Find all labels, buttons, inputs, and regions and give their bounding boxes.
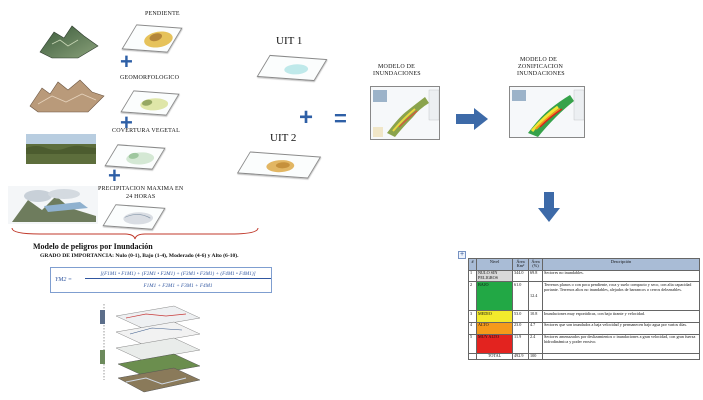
level-color-swatch <box>477 340 512 353</box>
formula-lhs: YM2 = <box>55 277 72 283</box>
dem-icon <box>28 74 106 114</box>
total-desc <box>542 352 700 361</box>
forest-photo-icon <box>26 134 96 164</box>
peligros-title: Modelo de peligros por Inundación <box>33 242 153 251</box>
nivel-label: MEDIO <box>477 311 512 317</box>
precipitacion-label-2: 24 HORAS <box>126 194 156 200</box>
plus-icon-1: + <box>120 49 133 74</box>
row-number: 5 <box>468 333 477 354</box>
row-nivel: NULO SIN PELIGROS <box>476 269 513 283</box>
row-nivel: MUY ALTO <box>476 333 513 354</box>
row-desc: Inundaciones muy esporádicas, con bajo t… <box>542 310 700 323</box>
grado-importancia: GRADO DE IMPORTANCIA: Nulo (0-1), Bajo (… <box>40 253 239 259</box>
row-desc: Sectores que son inundados a baja veloci… <box>542 321 700 335</box>
row-pct: 4.7 <box>528 321 543 335</box>
row-km2: 61.0 <box>512 281 529 312</box>
cobertura-map-sheet <box>104 144 166 170</box>
cloud-rain-icon <box>8 186 98 224</box>
pendiente-label: PENDIENTE <box>145 11 180 17</box>
uit1-label: UIT 1 <box>276 35 303 47</box>
table-row: 1 NULO SIN PELIGROS 344.0 69.8 Sectores … <box>468 269 700 283</box>
row-km2: 23.0 <box>512 321 529 335</box>
terrain-photo-icon <box>38 22 100 60</box>
row-pct: 69.8 <box>528 269 543 283</box>
row-number: 4 <box>468 321 477 335</box>
plus-icon-4: + <box>299 104 314 131</box>
equals-icon: = <box>334 106 347 131</box>
nivel-label: BAJO <box>477 282 512 289</box>
grouping-brace <box>11 227 259 240</box>
level-color-swatch <box>477 288 512 311</box>
geomorfologico-label: GEOMORFOLOGICO <box>120 75 180 81</box>
row-pct: 12.4 <box>528 281 543 312</box>
row-km2: 11.9 <box>512 333 529 354</box>
row-nivel: ALTO <box>476 321 513 335</box>
precipitacion-label-1: PRECIPITACION MAXIMA EN <box>98 186 184 192</box>
total-km2: 492.9 <box>512 352 529 361</box>
col-header-number: # <box>468 258 477 271</box>
row-number: 3 <box>468 310 477 323</box>
formula-denominator: F1M1 + F2M1 + F3M1 + F4M1 <box>143 283 213 289</box>
row-number: 1 <box>468 269 477 283</box>
table-total-row: TOTAL 492.9 100 <box>468 352 700 361</box>
row-km2: 53.0 <box>512 310 529 323</box>
level-color-swatch <box>477 316 512 322</box>
row-nivel: MEDIO <box>476 310 513 323</box>
zonificacion-title-1: MODELO DE <box>520 57 557 63</box>
arrow-right-icon <box>456 108 488 135</box>
arrow-down-icon <box>538 192 560 227</box>
hazard-table: # Nivel Área Km² Área (%) Descripción 1 … <box>468 258 700 361</box>
col-header-desc: Descripción <box>542 258 700 271</box>
row-pct: 2.4 <box>528 333 543 354</box>
total-number <box>468 352 477 361</box>
zonificacion-title-2: ZONIFICACION <box>518 64 564 70</box>
col-header-km2: Área Km² <box>512 258 529 271</box>
nivel-label: NULO SIN PELIGROS <box>478 270 499 280</box>
formula-numerator: [(F1M1 • F1M1) + (F2M1 • F2M1) + (F3M1 •… <box>85 271 271 279</box>
row-km2: 344.0 <box>512 269 529 283</box>
pendiente-map-sheet <box>121 24 183 53</box>
col-header-pct: Área (%) <box>528 258 543 271</box>
plus-icon-3: + <box>108 163 121 188</box>
row-pct: 10.8 <box>528 310 543 323</box>
nivel-label: MUY ALTO <box>477 334 512 341</box>
total-pct: 100 <box>528 352 543 361</box>
table-row: 5 MUY ALTO 11.9 2.4 Sectores amenazados … <box>468 333 700 354</box>
layer-stack-icon <box>96 300 206 400</box>
row-desc: Sectores no inundables. <box>542 269 700 283</box>
table-row: 4 ALTO 23.0 4.7 Sectores que son inundad… <box>468 321 700 335</box>
nivel-label: ALTO <box>477 323 512 329</box>
geomorfologico-map-sheet <box>120 90 180 116</box>
row-number: 2 <box>468 281 477 312</box>
level-color-swatch <box>477 328 512 334</box>
table-row: 2 BAJO 61.0 12.4 Terrenos planos o con p… <box>468 281 700 312</box>
plus-icon-2: + <box>120 110 133 135</box>
precipitacion-map-sheet <box>102 204 166 230</box>
modelo-inundaciones-title-1: MODELO DE <box>378 64 415 70</box>
table-anchor-icon[interactable]: + <box>458 251 466 259</box>
row-desc: Sectores amenazados por deslizamientos o… <box>542 333 700 354</box>
table-header-row: # Nivel Área Km² Área (%) Descripción <box>468 258 700 271</box>
row-desc: Terrenos planos o con poca pendiente, ro… <box>542 281 700 312</box>
col-header-nivel: Nivel <box>476 258 513 271</box>
total-label: TOTAL <box>476 352 513 361</box>
weighted-formula: YM2 = [(F1M1 • F1M1) + (F2M1 • F2M1) + (… <box>50 267 272 293</box>
zonificacion-map <box>509 86 585 138</box>
zonificacion-title-3: INUNDACIONES <box>517 71 565 77</box>
uit1-map-sheet <box>256 54 328 82</box>
row-nivel: BAJO <box>476 281 513 312</box>
modelo-inundaciones-map <box>370 86 440 140</box>
cobertura-label: COVERTURA VEGETAL <box>112 128 180 134</box>
uit2-label: UIT 2 <box>270 132 297 144</box>
table-row: 3 MEDIO 53.0 10.8 Inundaciones muy espor… <box>468 310 700 323</box>
uit2-map-sheet <box>236 151 322 179</box>
modelo-inundaciones-title-2: INUNDACIONES <box>373 71 421 77</box>
